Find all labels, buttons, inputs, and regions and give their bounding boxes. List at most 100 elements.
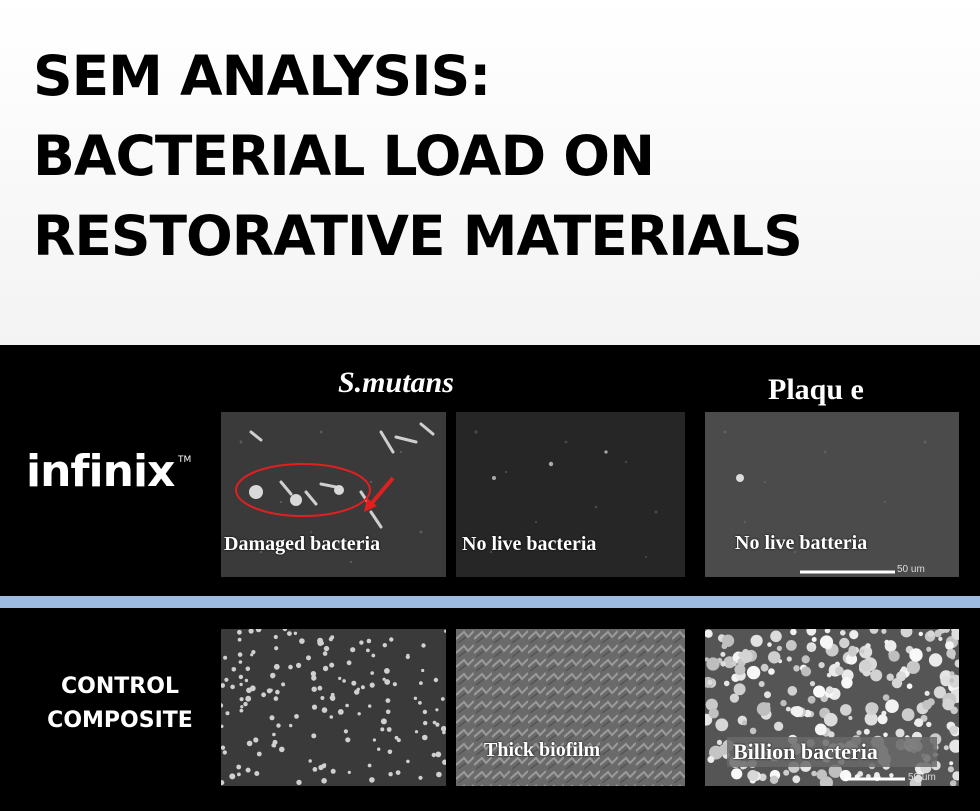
bacteria-cluster	[809, 681, 816, 687]
bacteria-dot	[395, 770, 401, 775]
bacteria-cluster	[729, 693, 739, 703]
bacteria-cluster	[783, 769, 790, 776]
bacteria-cluster	[826, 672, 832, 678]
bacteria-dot	[329, 715, 334, 719]
bacteria-dot	[240, 705, 244, 709]
bacteria-dot	[380, 718, 387, 725]
bacteria-cluster	[792, 706, 804, 718]
bacteria-dot	[249, 685, 256, 692]
bacteria-cluster	[906, 660, 920, 674]
bacteria-cluster	[718, 744, 730, 755]
bacteria-cluster	[952, 771, 959, 781]
bacteria-dot	[308, 759, 312, 763]
bacteria-dot	[338, 676, 342, 680]
bacteria-cluster	[942, 698, 955, 711]
bacteria-cluster	[914, 774, 923, 783]
bacteria-cluster	[824, 712, 838, 727]
bacteria-cluster	[715, 718, 729, 732]
bacteria-dot	[221, 724, 224, 728]
bacteria-cluster	[949, 678, 955, 683]
bacteria-cluster	[764, 691, 771, 699]
bacteria-dot	[321, 778, 327, 784]
bacteria-cluster	[758, 681, 765, 687]
bacteria-cluster	[888, 650, 900, 662]
scale-bar-label: 50 um	[897, 564, 925, 575]
bacteria-cluster	[945, 641, 954, 650]
bacteria-cluster	[886, 673, 894, 681]
bacteria-dot	[312, 767, 318, 772]
bacteria-dot	[345, 703, 349, 708]
bacteria-cluster	[885, 699, 899, 713]
bacteria-cluster	[848, 645, 857, 654]
bacteria-dot	[223, 655, 228, 660]
bacteria-dot	[366, 648, 370, 653]
bacteria-dot	[243, 701, 248, 707]
bacteria-dot	[272, 732, 276, 737]
bacteria-dot	[269, 688, 273, 692]
bacteria-dot	[431, 752, 436, 758]
bacteria-cluster	[816, 769, 828, 780]
bacteria-dot	[276, 723, 281, 728]
bacteria-dot	[421, 643, 426, 648]
bacteria-cluster	[938, 636, 943, 641]
sem-image-control-smutans-1	[221, 629, 446, 786]
bacteria-cluster	[840, 704, 852, 716]
bacteria-dot	[253, 737, 259, 743]
bacteria-dot	[275, 689, 280, 695]
bacteria-dot	[342, 679, 346, 683]
bacteria-dot	[231, 667, 237, 672]
bacteria-dot	[385, 698, 391, 703]
bacteria-cluster	[721, 634, 735, 647]
bacteria-dot	[394, 735, 399, 740]
bacteria-cluster	[947, 766, 954, 773]
bacteria-cluster	[949, 739, 959, 753]
bacteria-cluster	[922, 699, 932, 710]
bacteria-dot	[366, 638, 372, 644]
bacteria-dot	[224, 677, 229, 682]
bacteria-dot	[442, 730, 446, 735]
sem-texture	[456, 412, 685, 577]
bacteria-dot	[414, 730, 419, 734]
bacteria-cluster	[750, 634, 763, 647]
bacteria-dot	[281, 682, 286, 687]
bacteria-cluster	[884, 639, 889, 645]
bacteria-cluster	[769, 775, 779, 784]
bacteria-cluster	[891, 677, 903, 689]
title-line-2: BACTERIAL LOAD ON	[33, 124, 655, 188]
bacteria-dot	[311, 733, 317, 739]
sem-image-infinix-plaque: No live batteria 50 um	[705, 412, 959, 577]
bacteria-dot	[388, 772, 393, 777]
bacteria-dot	[238, 660, 243, 664]
bacteria-dot	[221, 780, 225, 786]
bacteria-dot	[357, 712, 361, 716]
sem-texture	[221, 412, 446, 577]
bacteria-dot	[270, 674, 275, 679]
bacteria-cluster	[860, 649, 865, 654]
bacteria-dot	[282, 629, 288, 632]
bacteria-cluster	[825, 686, 834, 694]
bacteria-cluster	[928, 653, 943, 667]
bacteria-dot	[435, 722, 440, 727]
sem-texture	[705, 629, 959, 786]
bacteria-dot	[392, 682, 397, 687]
bacteria-cluster	[773, 721, 784, 731]
bacteria-cluster	[819, 635, 834, 649]
page-title: SEM ANALYSIS: BACTERIAL LOAD ON RESTORAT…	[33, 36, 803, 276]
bacteria-dot	[294, 714, 299, 719]
bacteria-dot	[287, 631, 292, 636]
bacteria-dot	[256, 751, 262, 757]
bacteria-dot	[245, 666, 251, 672]
bacteria-cluster	[868, 702, 879, 714]
bacteria-dot	[311, 704, 318, 710]
bacteria-dot	[255, 629, 262, 633]
bacteria-dot	[347, 770, 351, 774]
bacteria-cluster	[859, 645, 873, 659]
sem-image-control-plaque: Billion bacteria 50 um	[705, 629, 959, 786]
bacteria-cluster	[786, 656, 792, 662]
bacteria-dot	[384, 668, 390, 674]
sem-texture	[456, 629, 685, 786]
bacteria-dot	[440, 725, 446, 732]
bacteria-dot	[444, 629, 446, 633]
row-label-control-line1: CONTROL	[61, 674, 179, 699]
bacteria-dot	[236, 764, 242, 770]
